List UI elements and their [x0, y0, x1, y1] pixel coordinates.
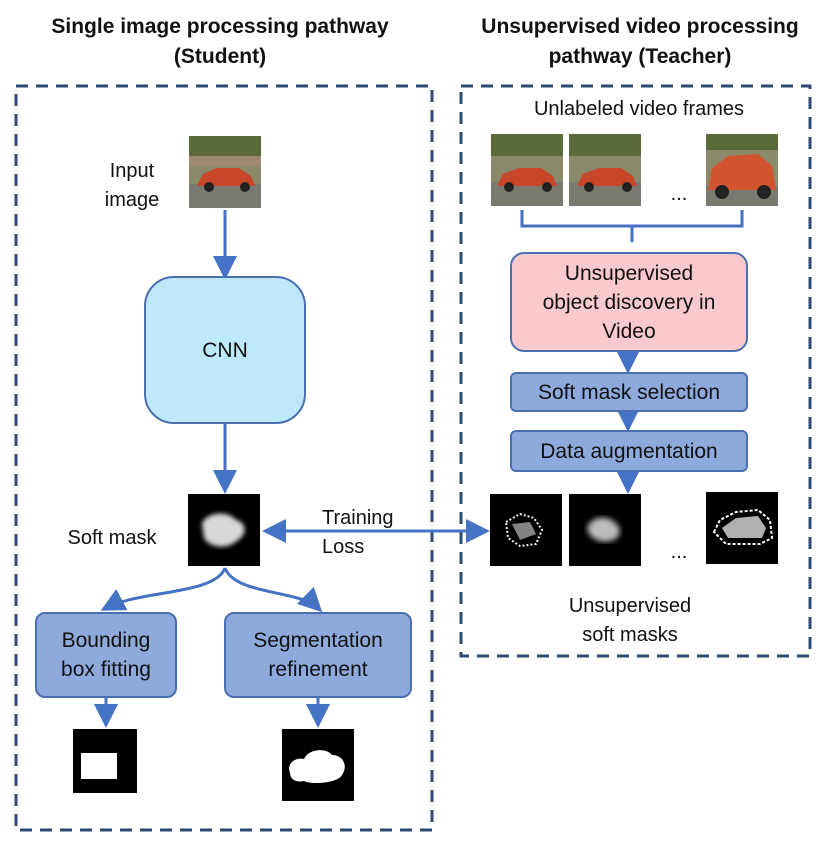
- video-frame-2: [569, 134, 641, 206]
- cnn-box: CNN: [144, 276, 306, 424]
- video-frame-1: [491, 134, 563, 206]
- sparse-mask-icon: [712, 508, 774, 545]
- data-augmentation-box: Data augmentation: [510, 430, 748, 472]
- cnn-label: CNN: [202, 338, 248, 362]
- teacher-title-line2: pathway (Teacher): [548, 45, 732, 68]
- car-thumbnail-icon: [189, 136, 261, 208]
- unsupervised-mask-n: [706, 492, 778, 564]
- segmentation-refinement-box: Segmentation refinement: [224, 612, 412, 698]
- soft-mask-image: [188, 494, 260, 566]
- segmentation-output: [282, 729, 354, 801]
- car-frame-icon: [706, 134, 778, 206]
- soft-mask-blob-icon: [587, 517, 620, 542]
- student-panel: [14, 84, 434, 832]
- soft-mask-blob-icon: [202, 513, 245, 547]
- bbox-rectangle: [81, 753, 117, 779]
- input-image: [189, 136, 261, 208]
- video-frames-label: Unlabeled video frames: [533, 98, 745, 120]
- sparse-mask-icon: [504, 512, 544, 548]
- frames-ellipsis: ...: [670, 183, 688, 205]
- object-discovery-box: Unsupervised object discovery in Video: [510, 252, 748, 352]
- unsupervised-mask-1: [490, 494, 562, 566]
- car-frame-icon: [491, 134, 563, 206]
- student-title-line2: (Student): [173, 45, 267, 68]
- teacher-title-line1: Unsupervised video processing: [481, 15, 799, 38]
- video-frame-n: [706, 134, 778, 206]
- arrow-softmask-to-bbox: [100, 567, 227, 611]
- car-frame-icon: [569, 134, 641, 206]
- segmentation-blob-icon: [289, 750, 345, 783]
- frames-bracket: [520, 210, 744, 242]
- bounding-box-fitting-box: Bounding box fitting: [35, 612, 177, 698]
- masks-ellipsis: ...: [670, 541, 688, 563]
- teacher-title: Unsupervised video processing pathway (T…: [455, 12, 825, 72]
- bounding-box-output: [73, 729, 137, 793]
- arrow-softmask-to-seg: [223, 567, 323, 613]
- unsupervised-mask-2: [569, 494, 641, 566]
- input-image-label: Input image: [104, 160, 160, 211]
- training-loss-label: Training Loss: [322, 507, 394, 558]
- unsupervised-masks-label: Unsupervised soft masks: [568, 595, 692, 646]
- student-title-line1: Single image processing pathway: [51, 15, 389, 38]
- soft-mask-selection-box: Soft mask selection: [510, 372, 748, 412]
- soft-mask-label: Soft mask: [67, 527, 157, 549]
- student-title: Single image processing pathway (Student…: [10, 12, 430, 72]
